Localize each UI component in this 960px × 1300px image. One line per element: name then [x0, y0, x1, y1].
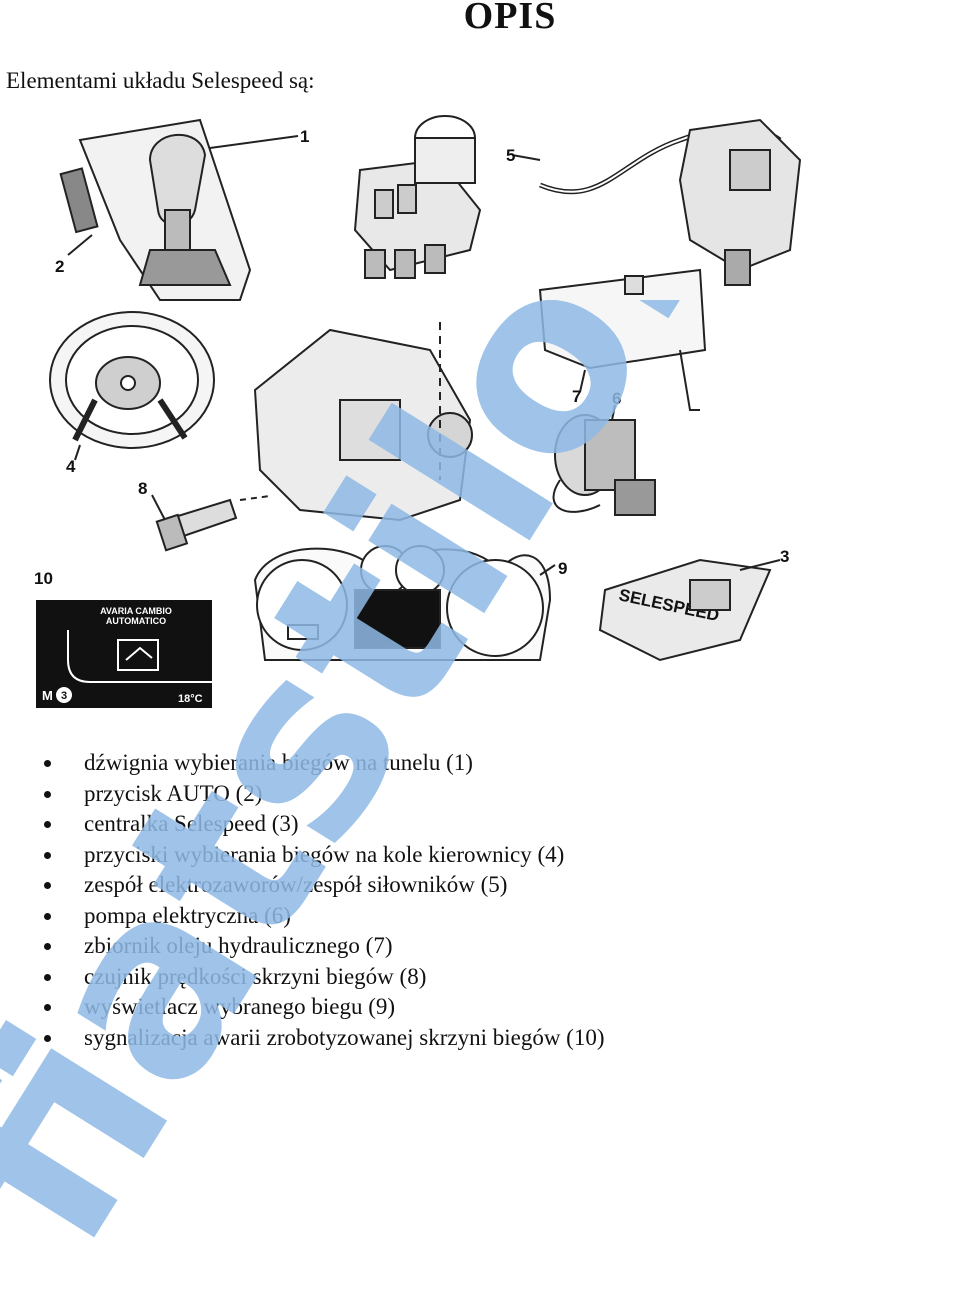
- actuator-drawing: [678, 118, 802, 286]
- callout-numbers: 1 2 3 4 5 6 7 8 9 10: [34, 127, 789, 588]
- svg-text:18°C: 18°C: [178, 693, 203, 705]
- gear-lever-drawing: [59, 118, 252, 301]
- instrument-cluster-drawing: [253, 545, 552, 661]
- list-item: centralka Selespeed (3): [0, 809, 605, 840]
- callout-2: 2: [55, 257, 64, 276]
- list-item: zbiornik oleju hydraulicznego (7): [0, 931, 605, 962]
- list-item: przycisk AUTO (2): [0, 779, 605, 810]
- svg-text:AVARIA CAMBIO: AVARIA CAMBIO: [100, 606, 172, 616]
- callout-6: 6: [612, 389, 621, 408]
- callout-9: 9: [558, 559, 567, 578]
- page-title: OPIS: [463, 0, 557, 37]
- solenoid-valve-drawing: [353, 115, 482, 279]
- gearbox-drawing: [239, 322, 473, 522]
- list-item: wyświetlacz wybranego biegu (9): [0, 992, 605, 1023]
- hydraulic-tank-drawing: [538, 268, 707, 411]
- svg-text:M: M: [42, 688, 53, 703]
- intro-text: Elementami układu Selespeed są:: [6, 68, 315, 93]
- component-list: dźwignia wybierania biegów na tunelu (1)…: [0, 748, 605, 1053]
- list-item: zespół elektrozaworów/zespół siłowników …: [0, 870, 605, 901]
- list-item: dźwignia wybierania biegów na tunelu (1): [0, 748, 605, 779]
- component-illustration: SELESPEED AVARIA CAMBIO AUTOMATICO M 3 1…: [34, 115, 802, 708]
- list-item: pompa elektryczna (6): [0, 901, 605, 932]
- callout-8: 8: [138, 479, 147, 498]
- svg-text:3: 3: [61, 690, 67, 702]
- callout-7: 7: [572, 387, 581, 406]
- steering-wheel-drawing: [49, 311, 215, 449]
- speed-sensor-drawing: [155, 498, 238, 552]
- ecu-drawing: SELESPEED: [598, 558, 772, 662]
- callout-5: 5: [506, 146, 515, 165]
- callout-4: 4: [66, 457, 76, 476]
- list-item: czujnik prędkości skrzyni biegów (8): [0, 962, 605, 993]
- callout-3: 3: [780, 547, 789, 566]
- electric-pump-drawing: [552, 414, 656, 516]
- list-item: przyciski wybierania biegów na kole kier…: [0, 840, 605, 871]
- svg-text:AUTOMATICO: AUTOMATICO: [106, 616, 166, 626]
- warning-display-panel: AVARIA CAMBIO AUTOMATICO M 3 18°C: [36, 600, 212, 708]
- list-item: sygnalizacja awarii zrobotyzowanej skrzy…: [0, 1023, 605, 1054]
- callout-1: 1: [300, 127, 309, 146]
- callout-10: 10: [34, 569, 53, 588]
